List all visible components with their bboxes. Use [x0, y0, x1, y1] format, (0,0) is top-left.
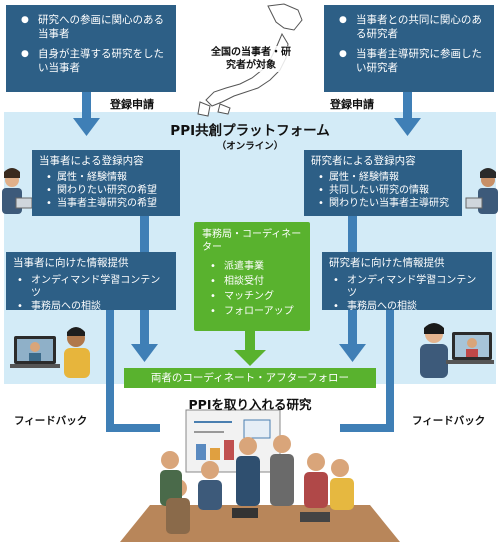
person-laptop-right-illustration	[465, 168, 498, 214]
arrow-shaft-center	[245, 330, 255, 352]
top-left-item: 自身が主導する研究をしたい当事者	[16, 47, 168, 75]
registration-left-item: 関わりたい研究の希望	[39, 184, 173, 197]
top-right-item: 当事者主導研究に参画したい研究者	[334, 47, 486, 75]
meeting-table	[120, 505, 400, 542]
top-left-target-box: 研究への参画に関心のある当事者 自身が主導する研究をしたい当事者	[6, 5, 176, 92]
feedback-label-right: フィードバック	[412, 415, 486, 427]
registration-right-item: 属性・経験情報	[311, 171, 455, 184]
arrow-head-left-inner	[131, 344, 158, 362]
registration-label-left: 登録申請	[110, 98, 154, 111]
coordinate-aftercare-bar: 両者のコーディネート・アフターフォロー	[124, 368, 376, 388]
office-item: 派遣事業	[202, 260, 302, 273]
feedback-right-vertical	[386, 310, 394, 430]
info-right-heading: 研究者に向けた情報提供	[329, 257, 445, 269]
info-provision-right: 研究者に向けた情報提供 オンディマンド学習コンテンツ 事務局への相談	[322, 252, 492, 313]
registration-left-item: 属性・経験情報	[39, 171, 173, 184]
person-laptop-left-illustration	[2, 168, 33, 214]
office-item: マッチング	[202, 290, 302, 303]
arrow-head-left-registration	[73, 118, 100, 136]
registration-content-left: 当事者による登録内容 属性・経験情報 関わりたい研究の希望 当事者主導研究の希望	[32, 150, 180, 216]
arrow-shaft-right-registration	[403, 92, 412, 120]
info-provision-left: 当事者に向けた情報提供 オンディマンド学習コンテンツ 事務局への相談	[6, 252, 176, 313]
registration-left-item: 当事者主導研究の希望	[39, 197, 173, 210]
top-right-target-box: 当事者との共同に関心のある研究者 当事者主導研究に参画したい研究者	[324, 5, 494, 92]
feedback-left-vertical	[106, 310, 114, 430]
info-left-item: 事務局への相談	[13, 300, 169, 313]
office-coordinator-box: 事務局・コーディネーター 派遣事業 相談受付 マッチング フォローアップ	[194, 222, 310, 331]
office-item: 相談受付	[202, 275, 302, 288]
video-call-left-illustration	[10, 327, 90, 378]
registration-content-right: 研究者による登録内容 属性・経験情報 共同したい研究の情報 関わりたい当事者主導…	[304, 150, 462, 216]
arrow-shaft-left-registration	[82, 92, 91, 120]
research-title: PPIを取り入れる研究	[188, 397, 312, 412]
office-item: フォローアップ	[202, 305, 302, 318]
registration-right-item: 関わりたい当事者主導研究	[311, 197, 455, 210]
registration-right-item: 共同したい研究の情報	[311, 184, 455, 197]
research-meeting-illustration	[120, 409, 400, 542]
top-left-item: 研究への参画に関心のある当事者	[16, 13, 168, 41]
feedback-label-left: フィードバック	[14, 415, 88, 427]
arrow-head-center	[234, 350, 266, 366]
top-right-item: 当事者との共同に関心のある研究者	[334, 13, 486, 41]
arrow-head-right-inner	[339, 344, 366, 362]
video-call-right-illustration	[420, 323, 494, 378]
feedback-right-horizontal	[340, 424, 394, 432]
arrow-head-right-registration	[394, 118, 421, 136]
office-heading: 事務局・コーディネーター	[202, 229, 302, 253]
registration-content-left-heading: 当事者による登録内容	[39, 155, 144, 167]
map-target-label: 全国の当事者・研究者が対象	[208, 46, 294, 72]
registration-content-right-heading: 研究者による登録内容	[311, 155, 416, 167]
info-right-item: 事務局への相談	[329, 300, 485, 313]
info-left-heading: 当事者に向けた情報提供	[13, 257, 129, 269]
registration-label-right: 登録申請	[330, 98, 374, 111]
info-right-item: オンディマンド学習コンテンツ	[329, 274, 485, 300]
platform-subtitle: （オンライン）	[216, 141, 284, 152]
info-left-item: オンディマンド学習コンテンツ	[13, 274, 169, 300]
feedback-left-horizontal	[106, 424, 160, 432]
platform-title: PPI共創プラットフォーム	[170, 123, 330, 139]
